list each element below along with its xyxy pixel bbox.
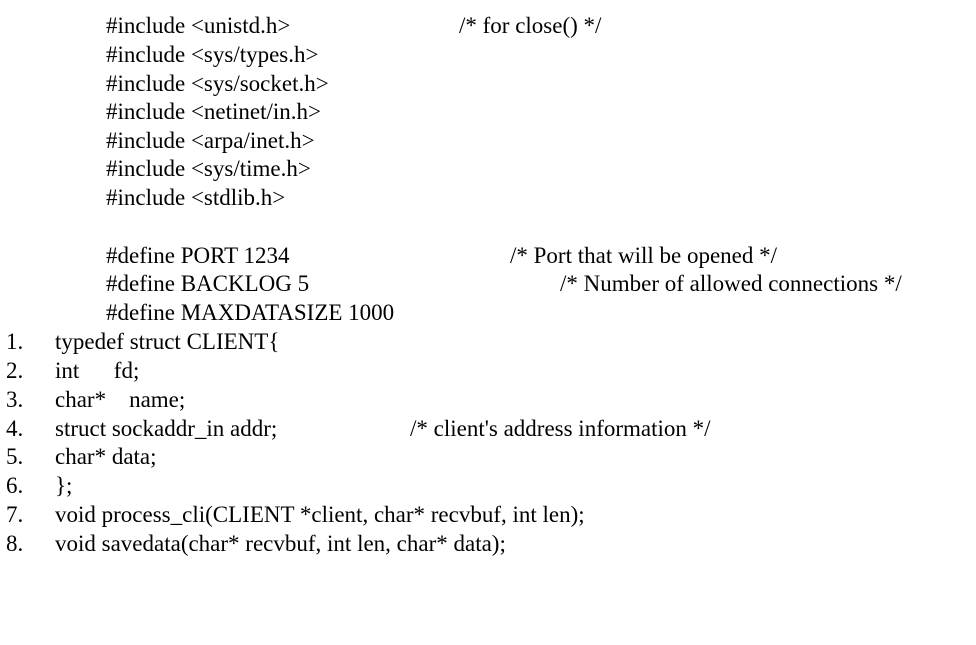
- define-line: #define BACKLOG 5 /* Number of allowed c…: [0, 269, 976, 298]
- numbered-code-line: 3. char* name;: [0, 385, 976, 414]
- code-text: #define MAXDATASIZE 1000: [106, 300, 395, 325]
- code-listing: #include <unistd.h> /* for close() */ #i…: [0, 11, 976, 558]
- code-comment: /* client's address information */: [410, 416, 711, 441]
- code-text: #include <unistd.h>: [106, 13, 291, 38]
- code-text: struct sockaddr_in addr;: [55, 416, 278, 441]
- code-text: #define PORT 1234: [106, 243, 290, 268]
- define-line: #define MAXDATASIZE 1000: [0, 298, 976, 327]
- include-line: #include <sys/types.h>: [0, 40, 976, 69]
- numbered-code-line: 1. typedef struct CLIENT{: [0, 327, 976, 356]
- code-comment: /* Port that will be opened */: [510, 243, 778, 268]
- numbered-code-line: 7. void process_cli(CLIENT *client, char…: [0, 500, 976, 529]
- numbered-code-line: 4. struct sockaddr_in addr; /* client's …: [0, 414, 976, 443]
- code-text: #include <arpa/inet.h>: [106, 128, 315, 153]
- code-text: #include <sys/socket.h>: [106, 71, 329, 96]
- code-text: #include <netinet/in.h>: [106, 99, 322, 124]
- code-text: #include <stdlib.h>: [106, 185, 286, 210]
- include-line: #include <unistd.h> /* for close() */: [0, 11, 976, 40]
- code-text: #include <sys/types.h>: [106, 42, 319, 67]
- line-number: 5.: [6, 444, 24, 469]
- include-line: #include <stdlib.h>: [0, 183, 976, 212]
- code-text: char* name;: [55, 387, 186, 412]
- line-number: 4.: [6, 416, 24, 441]
- code-text: int fd;: [55, 358, 140, 383]
- code-text: #define BACKLOG 5: [106, 271, 310, 296]
- numbered-code-line: 8. void savedata(char* recvbuf, int len,…: [0, 529, 976, 558]
- include-line: #include <sys/socket.h>: [0, 69, 976, 98]
- code-comment: /* for close() */: [459, 13, 602, 38]
- code-comment: /* Number of allowed connections */: [560, 271, 902, 296]
- line-number: 1.: [6, 329, 24, 354]
- code-text: char* data;: [55, 444, 157, 469]
- line-number: 8.: [6, 531, 24, 556]
- include-line: #include <sys/time.h>: [0, 154, 976, 183]
- line-number: 2.: [6, 358, 24, 383]
- numbered-code-line: 6. };: [0, 471, 976, 500]
- code-text: #include <sys/time.h>: [106, 156, 311, 181]
- include-line: #include <netinet/in.h>: [0, 97, 976, 126]
- code-text: };: [55, 473, 73, 498]
- define-line: #define PORT 1234 /* Port that will be o…: [0, 241, 976, 270]
- code-text: void savedata(char* recvbuf, int len, ch…: [55, 531, 506, 556]
- numbered-code-line: 5. char* data;: [0, 442, 976, 471]
- code-text: void process_cli(CLIENT *client, char* r…: [55, 502, 585, 527]
- line-number: 7.: [6, 502, 24, 527]
- line-number: 3.: [6, 387, 24, 412]
- numbered-code-line: 2. int fd;: [0, 356, 976, 385]
- code-text: typedef struct CLIENT{: [55, 329, 280, 354]
- line-number: 6.: [6, 473, 24, 498]
- include-line: #include <arpa/inet.h>: [0, 126, 976, 155]
